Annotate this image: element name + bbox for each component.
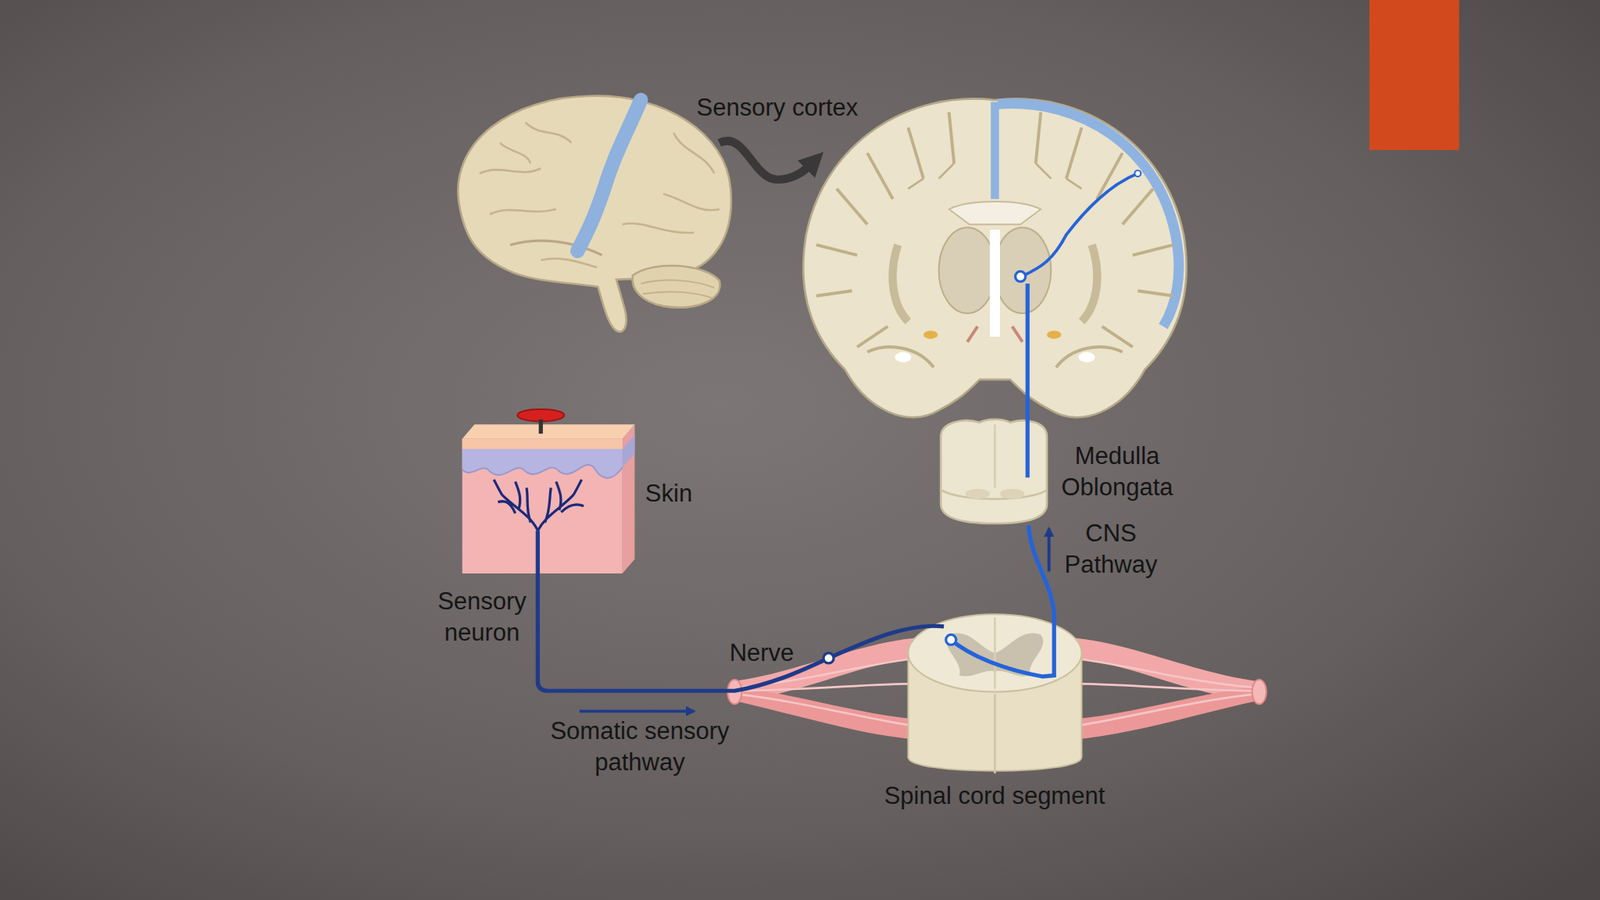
sensory-pathway-neurons-part	[537, 530, 944, 691]
structure-label: Sensory cortex	[675, 92, 879, 124]
brain-side-view-part	[457, 96, 732, 333]
sensory-pathway-neurons-part	[1015, 271, 1026, 282]
brain-coronal-section-part	[949, 201, 1042, 225]
sensory-pathway-neurons-part	[950, 525, 1054, 677]
sensory-pathway-neurons-part	[823, 653, 834, 664]
brain-coronal-section-part	[989, 229, 1000, 337]
brain-coronal-section	[803, 98, 1187, 418]
skin-block-part	[462, 439, 623, 574]
accent-bar	[1369, 0, 1460, 150]
structure-label: Spinal cord segment	[865, 780, 1124, 812]
sensory-pathway-neurons-part	[1025, 283, 1030, 478]
structure-label: Sensory neuron	[419, 585, 545, 649]
curved-arrow	[719, 140, 817, 180]
medulla-oblongata-part	[965, 489, 990, 500]
skin-block-part	[539, 419, 543, 434]
skin-block-part	[622, 424, 636, 574]
brain-coronal-section-part	[867, 346, 1123, 368]
spinal-cord-segment-part	[993, 693, 997, 774]
medulla-oblongata-part	[940, 489, 1047, 500]
brain-coronal-section-part	[923, 330, 938, 339]
spinal-cord-segment-part	[993, 617, 997, 689]
medulla-oblongata-part	[993, 424, 997, 488]
spinal-cord-segment-part	[1071, 657, 1258, 727]
medulla-oblongata	[940, 419, 1047, 524]
brain-coronal-section-part	[894, 352, 911, 363]
sensory-pathway-neurons	[493, 170, 1141, 691]
spinal-cord-segment-part	[1252, 679, 1267, 704]
medulla-oblongata-part	[1000, 489, 1025, 500]
skin-block-part	[462, 464, 623, 479]
structure-label: Medulla Oblongata	[1042, 440, 1192, 504]
brain-side-view-part	[577, 100, 641, 251]
structure-label: Skin	[633, 478, 704, 510]
brain-coronal-section-part	[1046, 330, 1061, 339]
sensory-pathway-neurons-part	[1134, 170, 1141, 177]
brain-coronal-section-part	[1078, 352, 1096, 363]
brain-coronal-section-part	[907, 163, 1082, 190]
medulla-oblongata-part	[940, 419, 1047, 524]
skin-block-part	[462, 449, 623, 479]
spinal-cord-segment-part	[730, 685, 918, 740]
brain-coronal-section-part	[803, 98, 1187, 418]
brain-coronal-section-part	[892, 244, 1098, 322]
sensory-pathway-neurons-part	[946, 634, 957, 645]
direction-arrow	[579, 709, 694, 713]
skin-block	[462, 409, 636, 574]
spinal-cord-segment	[727, 614, 1267, 774]
structure-label: Nerve	[718, 637, 805, 669]
skin-block-part	[462, 424, 636, 439]
brain-side-view-part	[632, 265, 721, 308]
brain-side-view-part	[640, 280, 715, 299]
sensory-pathway-neurons-part	[1023, 173, 1138, 276]
pathway-label: Somatic sensory pathway	[534, 715, 746, 779]
spinal-cord-segment-part	[1071, 685, 1261, 740]
skin-block-part	[462, 439, 623, 450]
brain-side-view	[457, 96, 732, 333]
spinal-cord-segment-part	[734, 657, 918, 727]
brain-coronal-section-part	[993, 227, 1051, 314]
brain-coronal-section-part	[967, 326, 1023, 343]
skin-block-part	[622, 434, 636, 468]
sensory-pathway-neurons-part	[493, 479, 584, 531]
brain-coronal-section-part	[816, 112, 1174, 347]
brain-coronal-section-part	[939, 227, 997, 314]
pathway-label: CNS Pathway	[1048, 517, 1174, 581]
direction-arrow	[1047, 528, 1051, 572]
brain-coronal-section-part	[990, 102, 999, 200]
